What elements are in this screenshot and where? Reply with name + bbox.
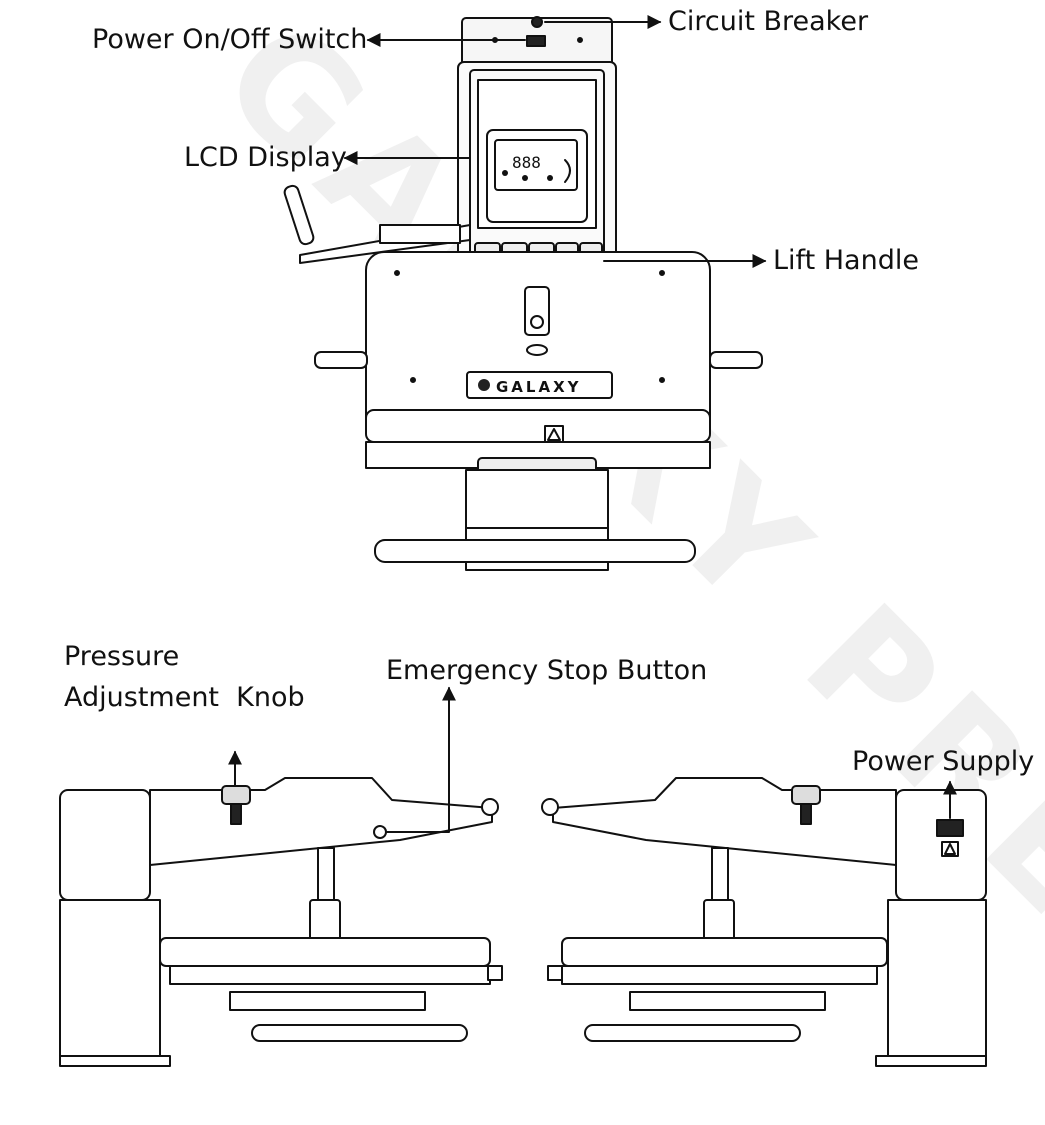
circuit-breaker-icon [531, 16, 543, 28]
power-supply-icon [936, 819, 964, 837]
galaxy-logo: GALAXY [466, 371, 613, 399]
callout-arrows [228, 15, 957, 833]
emergency-stop-label: Emergency Stop Button [386, 655, 708, 686]
pressure-knob-left [221, 785, 251, 805]
power-supply-label: Power Supply [852, 746, 1035, 777]
logo-text: GALAXY [496, 378, 582, 396]
lcd-display-panel: 888 [486, 129, 588, 223]
lcd-readout: 888 [512, 153, 541, 172]
pressure-knob-right [791, 785, 821, 805]
left-side-view-press [59, 777, 503, 1067]
lift-handle-label: Lift Handle [773, 245, 919, 276]
pressure-knob-label-line2: Adjustment Knob [64, 682, 305, 713]
emergency-stop-icon [373, 825, 387, 839]
power-switch-label: Power On/Off Switch [92, 24, 368, 55]
heat-press-diagram: 888 GA [59, 15, 987, 1067]
right-side-view-press [541, 777, 987, 1067]
power-switch-icon [526, 35, 546, 47]
lcd-display-label: LCD Display [184, 142, 347, 173]
pressure-crank [283, 184, 471, 264]
circuit-breaker-label: Circuit Breaker [668, 6, 869, 37]
pressure-knob-label-line1: Pressure [64, 641, 180, 672]
front-view-press: 888 GA [283, 16, 763, 571]
